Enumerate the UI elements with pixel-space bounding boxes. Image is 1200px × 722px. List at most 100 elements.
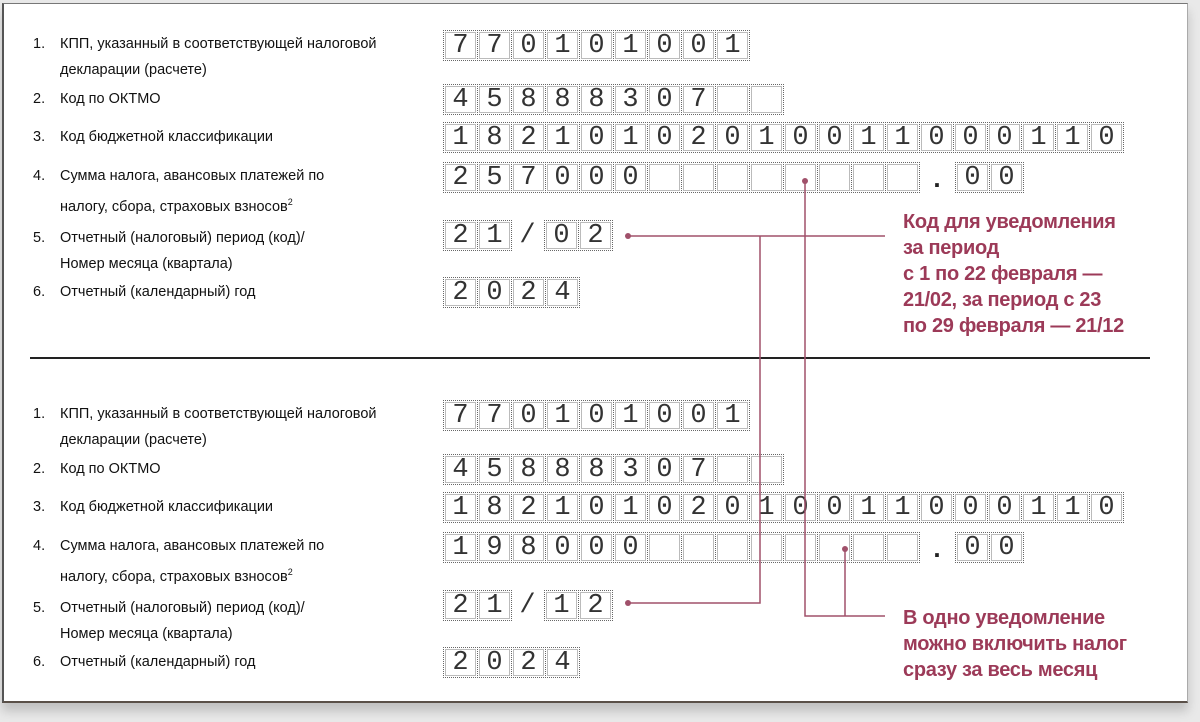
field-label-text: Номер месяца (квартала) xyxy=(60,621,233,647)
label-line: Код бюджетной классификации xyxy=(60,499,274,515)
label-line: Отчетный (налоговый) период (код)/ xyxy=(60,600,305,616)
note-whole-month: В одно уведомление можно включить налог … xyxy=(903,605,1127,683)
char-cell[interactable] xyxy=(885,162,920,193)
field-label-text: КПП, указанный в соответствующей налогов… xyxy=(60,401,377,427)
char-cell[interactable]: 4 xyxy=(545,277,580,308)
field-label-text: декларации (расчете) xyxy=(60,427,207,453)
field-label-text: налогу, сбора, страховых взносов2 xyxy=(60,559,293,590)
field-label-text: налогу, сбора, страховых взносов2 xyxy=(60,189,293,220)
label-line: Сумма налога, авансовых платежей по xyxy=(60,168,325,184)
char-cell[interactable]: 0 xyxy=(1089,492,1124,523)
field-label-text: Код по ОКТМО xyxy=(60,86,161,112)
form-card xyxy=(2,3,1188,703)
field-number: 1. xyxy=(33,406,46,422)
label-line: Номер месяца (квартала) xyxy=(60,626,233,642)
label-line: Отчетный (календарный) год xyxy=(60,654,256,670)
footnote-mark: 2 xyxy=(287,567,293,577)
label-line: налогу, сбора, страховых взносов xyxy=(60,568,288,585)
marker-dot xyxy=(625,233,631,239)
field-label-text: Код бюджетной классификации xyxy=(60,494,273,520)
connector-sum-note xyxy=(804,181,885,617)
label-line: Номер месяца (квартала) xyxy=(60,256,233,272)
label-line: Сумма налога, авансовых платежей по xyxy=(60,538,325,554)
note-line: с 1 по 22 февраля — xyxy=(903,263,1103,285)
field-label-text: Отчетный (календарный) год xyxy=(60,649,256,675)
label-line: КПП, указанный в соответствующей налогов… xyxy=(60,36,377,52)
footnote-mark: 2 xyxy=(287,197,293,207)
note-line: сразу за весь месяц xyxy=(903,659,1098,681)
field-number: 4. xyxy=(33,538,46,554)
field-number: 3. xyxy=(33,499,46,515)
field-label-text: Код по ОКТМО xyxy=(60,456,161,482)
slash-separator: / xyxy=(519,590,536,621)
note-line: 21/02, за период с 23 xyxy=(903,289,1102,311)
label-line: декларации (расчете) xyxy=(60,62,207,78)
note-line: за период xyxy=(903,237,1000,259)
field-number: 3. xyxy=(33,129,46,145)
label-line: Отчетный (календарный) год xyxy=(60,284,256,300)
field-label-text: Сумма налога, авансовых платежей по xyxy=(60,163,324,189)
field-label-text: декларации (расчете) xyxy=(60,57,207,83)
note-period-code: Код для уведомления за период с 1 по 22 … xyxy=(903,209,1124,339)
note-line: Код для уведомления xyxy=(903,211,1116,233)
field-number: 5. xyxy=(33,600,46,616)
slash-separator: / xyxy=(519,220,536,251)
char-cell[interactable] xyxy=(885,532,920,563)
field-label-text: Номер месяца (квартала) xyxy=(60,251,233,277)
label-line: Код бюджетной классификации xyxy=(60,129,274,145)
note-line: можно включить налог xyxy=(903,633,1127,655)
marker-dot xyxy=(802,178,808,184)
char-cell[interactable]: 1 xyxy=(715,400,750,431)
label-line: Отчетный (налоговый) период (код)/ xyxy=(60,230,305,246)
connector-period-link xyxy=(628,236,761,604)
label-line: Код по ОКТМО xyxy=(60,91,161,107)
label-line: Код по ОКТМО xyxy=(60,461,161,477)
field-number: 2. xyxy=(33,461,46,477)
char-cell[interactable]: 1 xyxy=(477,220,512,251)
label-line: налогу, сбора, страховых взносов xyxy=(60,198,288,215)
field-number: 1. xyxy=(33,36,46,52)
char-cell[interactable]: 0 xyxy=(1089,122,1124,153)
decimal-separator: . xyxy=(933,532,941,563)
field-number: 6. xyxy=(33,654,46,670)
field-label-text: Сумма налога, авансовых платежей по xyxy=(60,533,324,559)
char-cell[interactable] xyxy=(749,84,784,115)
field-number: 5. xyxy=(33,230,46,246)
note-line: В одно уведомление xyxy=(903,607,1105,629)
label-line: декларации (расчете) xyxy=(60,432,207,448)
field-label-text: Отчетный (календарный) год xyxy=(60,279,256,305)
char-cell[interactable]: 0 xyxy=(989,162,1024,193)
field-label-text: Код бюджетной классификации xyxy=(60,124,273,150)
char-cell[interactable]: 2 xyxy=(578,220,613,251)
field-number: 2. xyxy=(33,91,46,107)
char-cell[interactable]: 1 xyxy=(477,590,512,621)
label-line: КПП, указанный в соответствующей налогов… xyxy=(60,406,377,422)
char-cell[interactable]: 4 xyxy=(545,647,580,678)
field-number: 6. xyxy=(33,284,46,300)
char-cell[interactable]: 2 xyxy=(578,590,613,621)
field-label-text: Отчетный (налоговый) период (код)/ xyxy=(60,595,305,621)
marker-dot xyxy=(842,546,848,552)
note-line: по 29 февраля — 21/12 xyxy=(903,315,1124,337)
field-number: 4. xyxy=(33,168,46,184)
field-label-text: Отчетный (налоговый) период (код)/ xyxy=(60,225,305,251)
decimal-separator: . xyxy=(933,162,941,193)
char-cell[interactable]: 1 xyxy=(715,30,750,61)
field-label-text: КПП, указанный в соответствующей налогов… xyxy=(60,31,377,57)
section-divider xyxy=(30,357,1150,359)
char-cell[interactable]: 0 xyxy=(989,532,1024,563)
char-cell[interactable] xyxy=(749,454,784,485)
